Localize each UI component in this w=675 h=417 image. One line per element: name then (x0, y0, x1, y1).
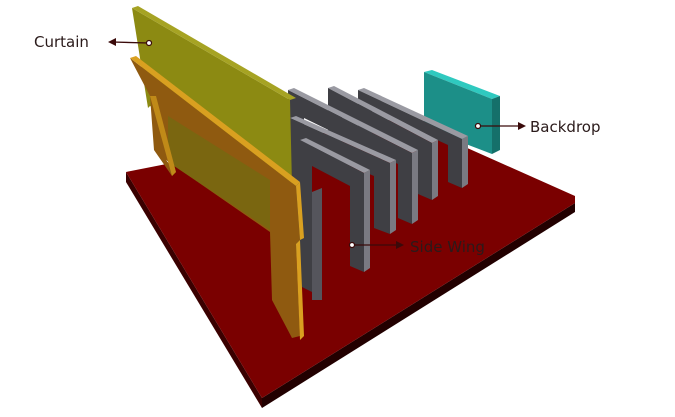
pointer-side-wing (348, 241, 404, 249)
wing-4-edge (462, 136, 468, 188)
pointer-curtain-line (111, 41, 149, 44)
pointer-curtain-arrowhead (108, 38, 116, 46)
side-wing-1 (290, 116, 396, 258)
wing-3-face (328, 88, 432, 200)
side-wing-front (300, 138, 370, 300)
backdrop-label: Backdrop (530, 118, 601, 136)
curtain-front-side-edge (296, 182, 304, 340)
side-wing-3 (328, 86, 438, 200)
side-wing-label: Side Wing (410, 238, 485, 256)
wing-2-edge (412, 150, 418, 224)
curtain-back-edge (132, 6, 296, 100)
wing-1-face (290, 118, 390, 258)
wing-front-face (300, 140, 364, 292)
pointer-curtain (108, 38, 153, 47)
pointer-curtain-dot (145, 39, 153, 47)
pointer-side-wing-arrowhead (396, 241, 404, 249)
wing-1-top (290, 116, 396, 163)
curtain-front (130, 56, 304, 340)
wing-2-face (288, 90, 412, 224)
wing-4-top (358, 88, 468, 139)
backdrop-edge (492, 96, 500, 154)
curtain-label: Curtain (34, 33, 89, 51)
stage-floor-side (262, 203, 575, 408)
curtain-front-inner (168, 116, 270, 230)
pointer-side-wing-dot (348, 241, 356, 249)
wing-front-top (300, 138, 370, 173)
wing-front-stub (312, 188, 322, 300)
wing-3-top (328, 86, 438, 143)
pointer-backdrop-dot (474, 122, 482, 130)
wing-2-top (288, 88, 418, 153)
curtain-front-edge (130, 56, 300, 186)
backdrop-side (424, 70, 500, 99)
wing-1-edge (390, 160, 396, 234)
wing-3-edge (432, 140, 438, 200)
pointer-backdrop (474, 122, 526, 130)
wing-front-edge (364, 170, 370, 272)
curtain-front-leg-edge (150, 96, 176, 176)
pointer-backdrop-arrowhead (518, 122, 526, 130)
side-wing-2 (288, 88, 418, 224)
stage-floor-front (126, 172, 262, 408)
